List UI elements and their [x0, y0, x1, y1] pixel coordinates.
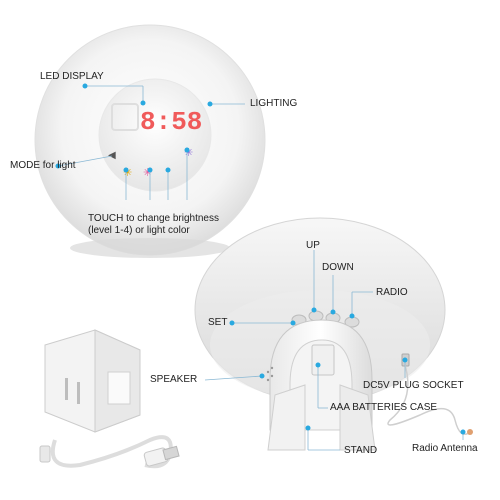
callout-dots [55, 83, 466, 435]
label-stand: STAND [344, 445, 378, 456]
label-up: UP [306, 240, 320, 251]
label-mode-for-light: MODE for light [10, 160, 76, 171]
label-radio-antenna: Radio Antenna [412, 443, 478, 454]
label-aaa-batteries-case: AAA BATTERIES CASE [330, 402, 438, 413]
label-dc5v-plug-socket: DC5V PLUG SOCKET [363, 380, 464, 391]
label-lighting: LIGHTING [250, 98, 298, 109]
display-digits: 8:58 [140, 107, 202, 137]
led-display: 8:58 [111, 103, 202, 137]
label-radio: RADIO [376, 287, 408, 298]
touch-icons: ✳ ✳ ✳ ◀ [108, 147, 193, 179]
label-touch-line1: TOUCH to change brightness [88, 213, 219, 224]
label-led-display: LED DISPLAY [40, 71, 104, 82]
back-unit [194, 217, 446, 451]
svg-text:✳: ✳ [184, 147, 193, 159]
label-set: SET [208, 317, 228, 328]
svg-text:◀: ◀ [108, 150, 116, 161]
antenna-tip [467, 429, 473, 435]
micro-usb-plug [39, 445, 51, 463]
label-speaker: SPEAKER [150, 374, 198, 385]
svg-text:✳: ✳ [143, 167, 152, 179]
callout-lines [57, 85, 464, 451]
power-adapter [44, 329, 141, 433]
front-lamp [34, 24, 266, 258]
antenna-wire [387, 364, 471, 435]
usb-plug [143, 445, 180, 467]
svg-text:✳: ✳ [123, 167, 132, 179]
label-down: DOWN [322, 262, 354, 273]
label-touch-line2: (level 1-4) or light color [88, 225, 190, 236]
